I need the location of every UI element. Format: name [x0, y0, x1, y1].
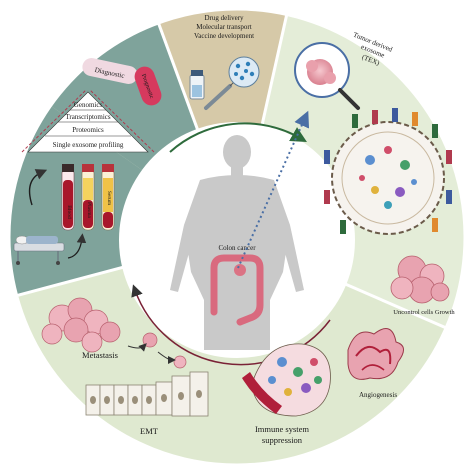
bed-to-tube-arrow — [67, 233, 87, 259]
emt-label: EMT — [140, 426, 159, 436]
metastasis-arrow-1 — [127, 343, 147, 352]
immune-label-line2: suppression — [262, 435, 303, 445]
pyramid-level-1: Genomics — [74, 101, 103, 109]
top-line-3: Vaccine development — [194, 32, 254, 40]
metastasis-label: Metastasis — [82, 350, 118, 360]
metastasis-arrow-2 — [157, 351, 176, 364]
top-panel: Drug delivery Molecular transport Vaccin… — [189, 14, 260, 110]
pyramid-level-4: Single exosome profiling — [53, 141, 124, 149]
patient-bed-icon — [13, 235, 65, 265]
colon-cancer-label: Colon cancer — [218, 244, 256, 252]
left-panel: Diagnostic Prognostic Genomics Transcrip… — [13, 58, 162, 265]
left-arrow-up — [28, 169, 48, 206]
metastasis-tumor-icon — [41, 297, 187, 369]
vial-icon — [189, 70, 205, 100]
tumor-spot — [234, 264, 246, 276]
angiogenesis-label: Angiogenesis — [359, 391, 397, 399]
prognostic-pill: Prognostic — [134, 66, 162, 106]
immune-suppression-icon — [242, 343, 331, 417]
svg-text:Plasma: Plasma — [86, 202, 92, 218]
magnifier-icon — [294, 42, 360, 110]
outer-border — [7, 7, 467, 467]
cell-growth-icon — [390, 255, 450, 304]
tex-arrow — [237, 110, 310, 269]
uncontrol-growth-label: Uncontrol cells Growth — [393, 309, 455, 316]
emt-cells-icon — [85, 371, 209, 417]
diagnostic-pill: Diagnostic — [82, 58, 138, 84]
svg-text:Serum: Serum — [106, 191, 112, 206]
colon-icon — [210, 254, 264, 326]
angiogenesis-icon — [347, 328, 404, 380]
exosome-icon — [324, 108, 452, 235]
pyramid-level-3: Proteomics — [72, 126, 104, 134]
top-line-2: Molecular transport — [196, 23, 251, 31]
blood-tube: Blood — [61, 164, 75, 231]
top-line-1: Drug delivery — [204, 14, 244, 22]
plasma-tube: Plasma — [81, 164, 95, 231]
nanoparticle-dish-icon — [228, 56, 260, 88]
serum-tube: Serum — [101, 164, 115, 231]
cycle-arrow-bottom — [131, 284, 331, 366]
cycle-arrow-top — [169, 122, 307, 153]
omics-pyramid: Genomics Transcriptomics Proteomics Sing… — [21, 89, 155, 153]
right-panel: Tumor derived exosome (TEX) — [294, 31, 455, 399]
svg-text:Blood: Blood — [66, 205, 72, 219]
pyramid-level-2: Transcriptomics — [65, 113, 111, 121]
top-panel-bg — [150, 9, 290, 237]
immune-label-line1: Immune system — [255, 424, 309, 434]
bottom-panel: Metastasis EMT — [41, 297, 331, 445]
